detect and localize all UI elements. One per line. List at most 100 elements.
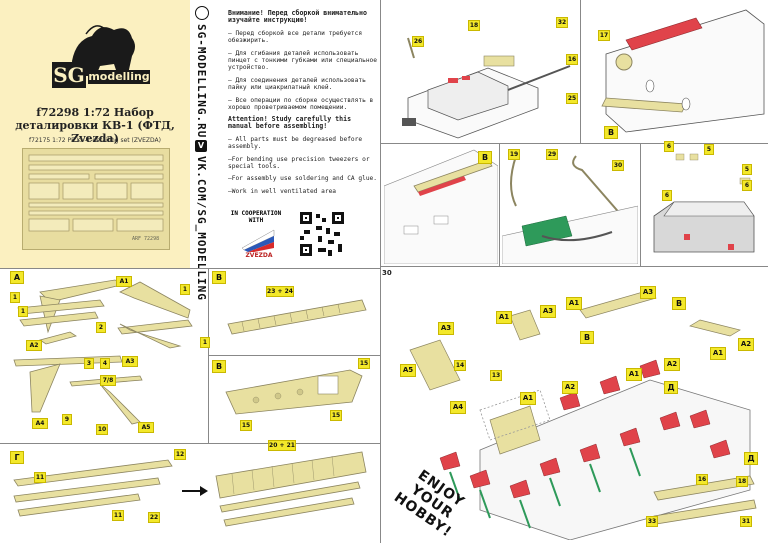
- ref-label-b: B: [580, 331, 594, 344]
- notes-en: Attention! Study carefully this manual b…: [228, 115, 378, 195]
- part-29: 29: [546, 149, 558, 160]
- part-15: 15: [358, 358, 370, 369]
- section-b-drawing: [227, 299, 367, 335]
- notes-ru-item: – Все операции по сборке осуществлять в …: [228, 96, 374, 112]
- globe-icon: [195, 6, 209, 20]
- part-a1: A1: [626, 368, 642, 381]
- part-2: 2: [96, 322, 106, 333]
- part-33: 33: [646, 516, 658, 527]
- part-4: 4: [100, 358, 110, 369]
- part-16: 16: [696, 474, 708, 485]
- divider: [499, 143, 500, 266]
- turret-assembly-drawing: [402, 37, 571, 139]
- part-26: 26: [412, 36, 424, 47]
- engine-deck-drawing: [502, 155, 638, 264]
- part-1: 1: [10, 292, 20, 303]
- part-18: 18: [468, 20, 480, 31]
- section-label-d: Д: [744, 452, 758, 465]
- fret-code: ARF 72298: [132, 236, 160, 242]
- ref-label-v: В: [478, 151, 492, 164]
- part-6: 6: [662, 190, 672, 201]
- product-subtitle: f72175 1:72 PE KV-1 detailing set (ZVEZD…: [29, 137, 161, 144]
- part-7-8: 7/8: [100, 375, 116, 386]
- part-1: 1: [18, 306, 28, 317]
- part-a5: A5: [400, 364, 416, 377]
- part-30: 30: [612, 160, 624, 171]
- section-v-drawing: [225, 369, 363, 415]
- part-9: 9: [62, 414, 72, 425]
- ref-label-d: Д: [664, 381, 678, 394]
- part-3: 3: [84, 358, 94, 369]
- hull-rear-drawing: [601, 9, 765, 133]
- step-number: 30: [382, 269, 392, 277]
- part-a1: A1: [116, 276, 132, 287]
- vk-icon: V: [195, 140, 207, 152]
- part-a3: A3: [122, 356, 138, 367]
- section-label-a: A: [10, 271, 24, 284]
- part-23-24: 23 + 24: [266, 286, 294, 297]
- divider: [380, 0, 381, 543]
- divider: [0, 443, 380, 444]
- part-16: 16: [566, 54, 578, 65]
- part-17: 17: [598, 30, 610, 41]
- part-15: 15: [240, 420, 252, 431]
- notes-en-heading: Attention! Study carefully this manual b…: [228, 115, 352, 131]
- part-18: 18: [736, 476, 748, 487]
- part-11: 11: [34, 472, 46, 483]
- part-32: 32: [556, 17, 568, 28]
- site-link[interactable]: SG-MODELLING.RU: [195, 24, 208, 139]
- hull-side-drawing: [384, 149, 498, 264]
- photo-etch-fret: [22, 148, 170, 250]
- section-g-drawing: [13, 459, 173, 517]
- part-a4: A4: [32, 418, 48, 429]
- links-column: SG-MODELLING.RU V VK.COM/SG_MODELLING: [194, 6, 210, 301]
- product-title: f72298 1:72 Набор деталировки КВ-1 (ФТД,…: [15, 106, 175, 145]
- notes-ru-item: – Для соединения деталей использовать па…: [228, 76, 366, 92]
- part-10: 10: [96, 424, 108, 435]
- part-a2: A2: [26, 340, 42, 351]
- part-a1: A1: [496, 311, 512, 324]
- divider: [208, 355, 380, 356]
- divider: [380, 143, 768, 144]
- part-13: 13: [490, 370, 502, 381]
- logo-initials: SG: [52, 62, 86, 88]
- notes-en-item: – All parts must be degreased before ass…: [228, 135, 363, 151]
- hull-main-assembly-drawing: [409, 290, 751, 540]
- part-a1: A1: [710, 347, 726, 360]
- part-a3: A3: [540, 305, 556, 318]
- part-a3: A3: [640, 286, 656, 299]
- notes-ru: Внимание! Перед сборкой внимательно изуч…: [228, 9, 380, 112]
- part-6: 6: [742, 180, 752, 191]
- notes-ru-item: – Перед сборкой все детали требуется обе…: [228, 29, 363, 45]
- part-25: 25: [566, 93, 578, 104]
- part-a5: A5: [138, 422, 154, 433]
- qr-code-icon[interactable]: [298, 210, 346, 258]
- part-6: 6: [664, 141, 674, 152]
- part-a2: A2: [562, 381, 578, 394]
- part-15: 15: [330, 410, 342, 421]
- part-22: 22: [148, 512, 160, 523]
- part-1: 1: [180, 284, 190, 295]
- section-label-b: B: [212, 271, 226, 284]
- part-a1: A1: [566, 297, 582, 310]
- section-label-g: Г: [10, 451, 24, 464]
- product-cover: SG modelling f72298 1:72 Набор деталиров…: [0, 0, 190, 268]
- section-a-drawing: [13, 279, 193, 425]
- section-label-v: В: [212, 360, 226, 373]
- vk-link[interactable]: VK.COM/SG_MODELLING: [195, 156, 208, 301]
- part-20-21: 20 + 21: [268, 440, 296, 451]
- zvezda-logo: [241, 229, 275, 252]
- divider: [380, 266, 768, 267]
- part-11: 11: [112, 510, 124, 521]
- part-19: 19: [508, 149, 520, 160]
- divider: [640, 143, 641, 266]
- part-5: 5: [742, 164, 752, 175]
- part-14: 14: [454, 360, 466, 371]
- notes-en-item: –For assembly use soldering and CA glue.: [228, 175, 378, 183]
- part-5: 5: [704, 144, 714, 155]
- cooperation-label: IN COOPERATION WITH: [230, 210, 282, 224]
- ref-label-b: B: [672, 297, 686, 310]
- notes-en-item: –Work in well ventilated area: [228, 187, 337, 195]
- divider: [580, 0, 581, 143]
- stowage-box-drawing: [653, 153, 755, 253]
